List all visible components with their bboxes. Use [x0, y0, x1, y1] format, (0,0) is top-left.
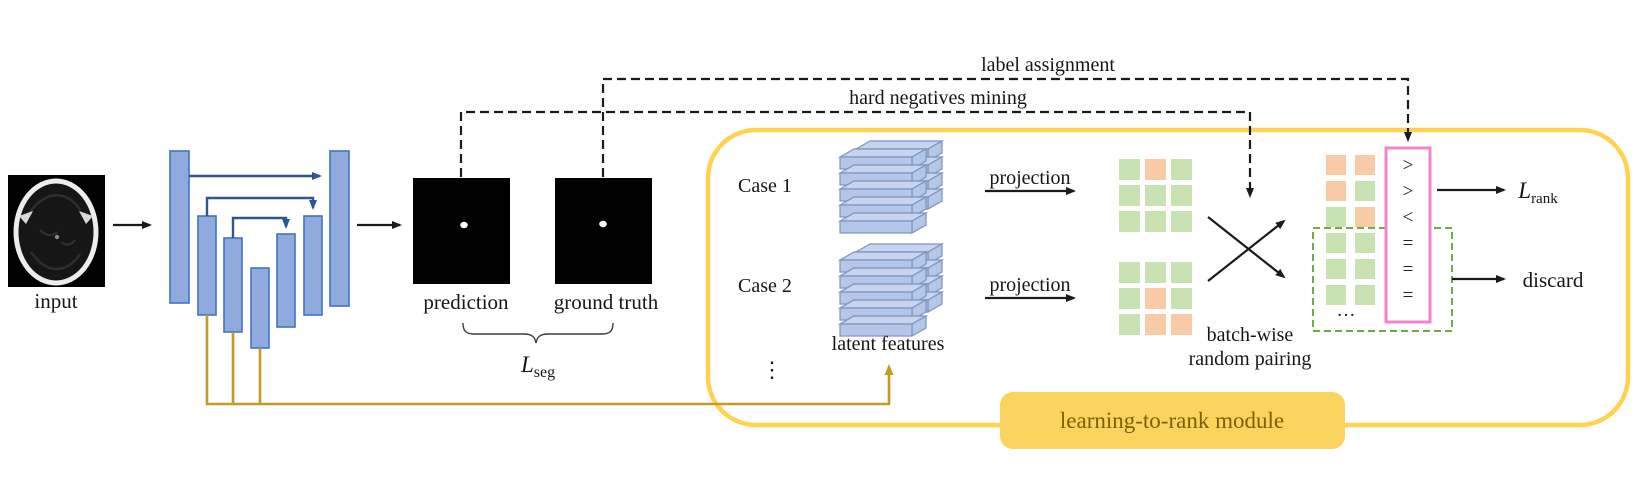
feature-square-green [1326, 259, 1346, 279]
feature-square-green [1119, 262, 1140, 283]
discard-label: discard [1523, 268, 1584, 292]
label-assignment-label: label assignment [981, 54, 1115, 76]
comparison-operator: = [1403, 233, 1414, 254]
comparison-operator: = [1403, 285, 1414, 306]
skip-connection-2 [205, 196, 317, 216]
projection-label-2: projection [989, 274, 1070, 296]
pairing-caption-line1: batch-wise [1207, 324, 1294, 346]
unet-backbone [169, 150, 350, 349]
feature-square-green [1326, 233, 1346, 253]
feature-square-green [1119, 211, 1140, 232]
comparison-operators: > > < = = = [1403, 155, 1414, 306]
feature-square-green [1355, 285, 1375, 305]
pairing-cross-arrow-up [1207, 219, 1286, 282]
feature-square-orange [1355, 155, 1375, 175]
feature-square-green [1119, 185, 1140, 206]
feature-square-orange [1326, 155, 1346, 175]
comparison-operator: > [1403, 181, 1414, 202]
feature-square-orange [1171, 314, 1192, 335]
latent-feature-taps [205, 315, 894, 406]
seg-loss-brace [462, 322, 614, 344]
projection-label-1: projection [989, 167, 1070, 189]
latent-features-stack-case1 [837, 139, 945, 235]
label-assignment-flow [601, 77, 1412, 177]
feature-square-green [1145, 211, 1166, 232]
comparison-operator: > [1403, 155, 1414, 176]
feature-square-orange [1355, 207, 1375, 227]
rank-loss-label: Lrank [1517, 178, 1558, 207]
skip-connection-3 [231, 216, 290, 238]
more-cases-ellipsis: ⋮ [761, 357, 783, 382]
feature-square-green [1326, 207, 1346, 227]
feature-square-orange [1145, 159, 1166, 180]
comparison-box [1384, 146, 1432, 324]
latent-features-stack-case2 [837, 242, 945, 338]
hard-negatives-mining-flow [459, 110, 1254, 198]
ground-truth-label: ground truth [554, 290, 659, 314]
feature-square-green [1171, 159, 1192, 180]
feature-square-green [1326, 285, 1346, 305]
seg-loss-label: Lseg [520, 352, 555, 381]
feature-square-orange [1145, 288, 1166, 309]
feature-square-green [1145, 185, 1166, 206]
comparison-operator: < [1403, 207, 1414, 228]
comparison-operator: = [1403, 259, 1414, 280]
pairing-cross-arrow-down [1207, 216, 1286, 279]
projection-grid-case2 [1119, 262, 1192, 335]
ground-truth-mask [555, 178, 652, 284]
feature-square-green [1119, 159, 1140, 180]
feature-square-green [1119, 288, 1140, 309]
feature-square-green [1171, 262, 1192, 283]
case2-label: Case 2 [738, 275, 792, 297]
feature-square-green [1355, 259, 1375, 279]
latent-features-label: latent features [832, 333, 945, 355]
input-brain-image [8, 175, 105, 287]
hard-negatives-mining-label: hard negatives mining [849, 87, 1027, 109]
module-title: learning-to-rank module [1060, 408, 1284, 433]
case1-label: Case 1 [738, 175, 792, 197]
input-label: input [34, 289, 77, 313]
feature-square-green [1355, 233, 1375, 253]
feature-square-green [1355, 181, 1375, 201]
prediction-label: prediction [423, 290, 509, 314]
feature-square-green [1171, 288, 1192, 309]
projection-grid-case1 [1119, 159, 1192, 232]
feature-square-orange [1326, 181, 1346, 201]
feature-square-orange [1145, 314, 1166, 335]
paired-features-grid [1326, 155, 1375, 305]
module-title-badge [1000, 392, 1345, 449]
feature-square-green [1145, 262, 1166, 283]
feature-square-green [1119, 314, 1140, 335]
feature-square-green [1171, 185, 1192, 206]
feature-square-green [1171, 211, 1192, 232]
prediction-mask [413, 178, 510, 284]
discard-ellipsis: ··· [1337, 305, 1356, 326]
pairing-caption-line2: random pairing [1189, 348, 1312, 370]
